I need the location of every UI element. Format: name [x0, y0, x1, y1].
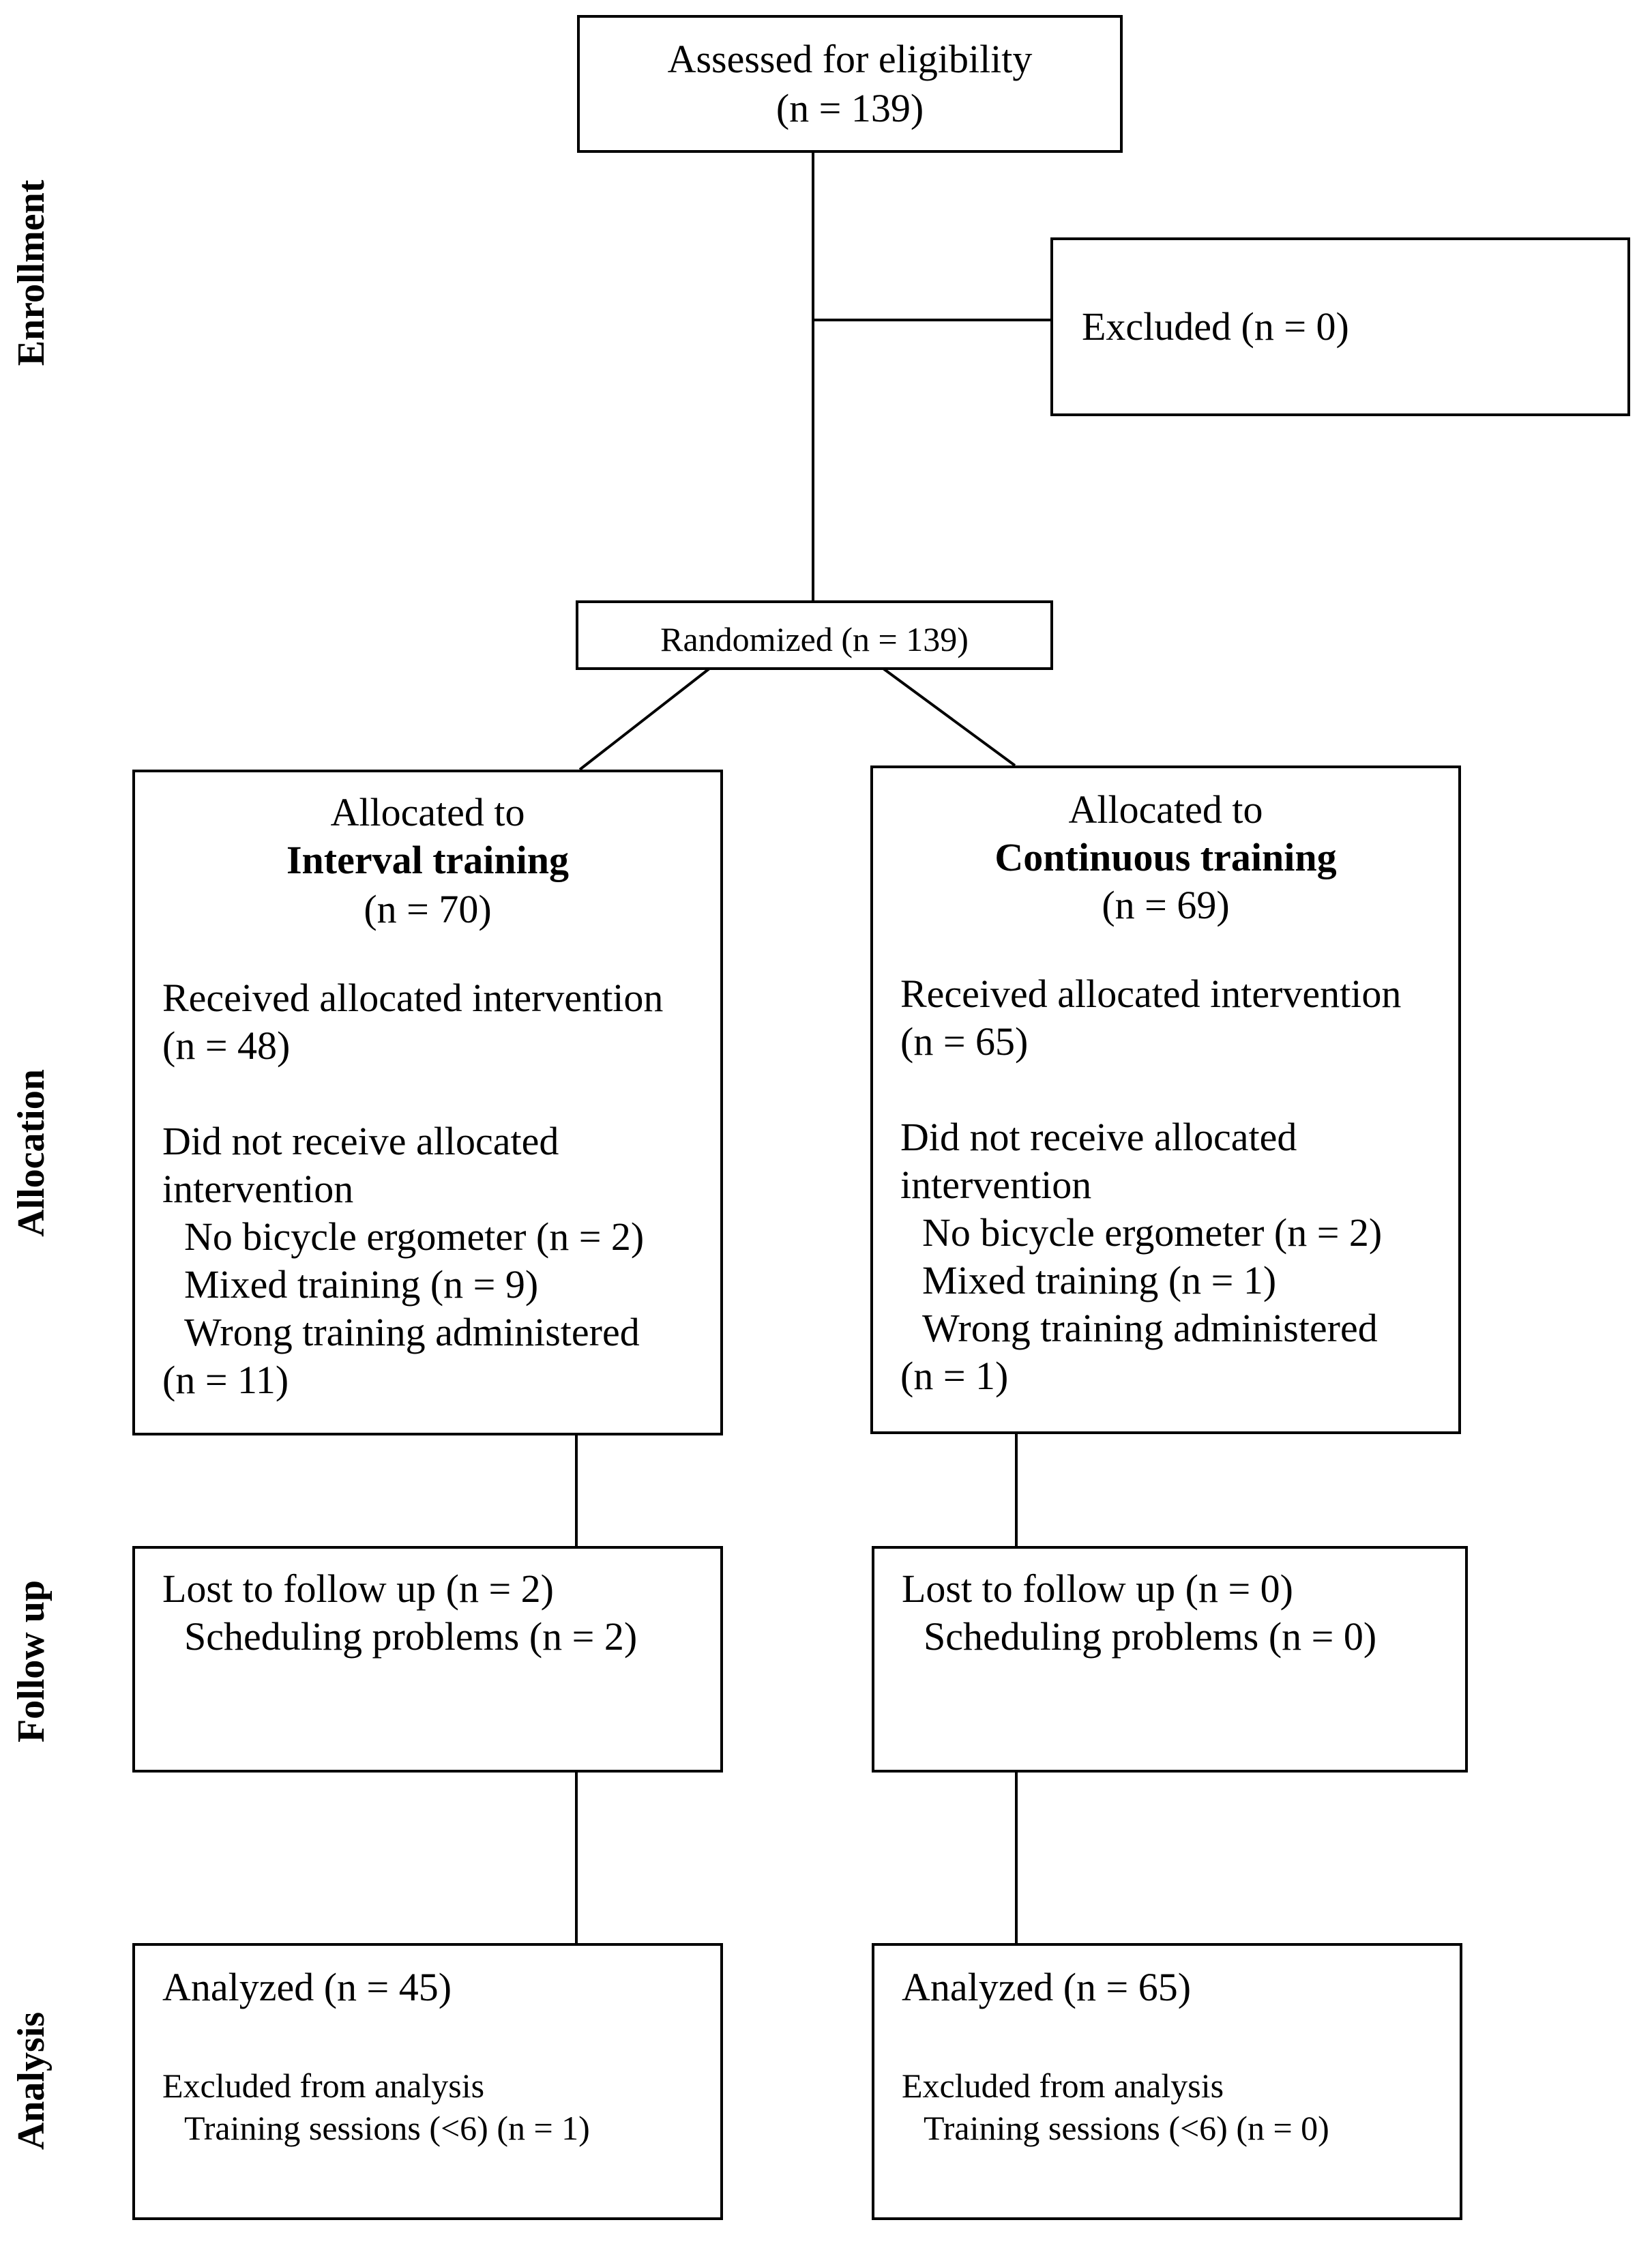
- continuous-allocation-box: Allocated to Continuous training (n = 69…: [870, 765, 1461, 1434]
- stage-label-follow-up: Follow up: [10, 1579, 53, 1743]
- interval-not-received-1: Did not receive allocated: [162, 1119, 559, 1163]
- interval-allocated-to: Allocated to: [330, 790, 525, 834]
- continuous-analysis-box: Analyzed (n = 65) Excluded from analysis…: [872, 1943, 1462, 2220]
- continuous-reason-3: Wrong training administered: [922, 1306, 1378, 1350]
- continuous-allocated-to: Allocated to: [1068, 787, 1263, 832]
- stage-label-enrollment: Enrollment: [10, 179, 53, 366]
- continuous-excluded-analysis: Excluded from analysis: [902, 2067, 1224, 2105]
- interval-lost: Lost to follow up (n = 2): [162, 1566, 554, 1611]
- interval-analysis-box: Analyzed (n = 45) Excluded from analysis…: [132, 1943, 723, 2220]
- assessed-title: Assessed for eligibility: [667, 37, 1033, 81]
- excluded-box: Excluded (n = 0): [1050, 237, 1630, 416]
- continuous-excluded-reason: Training sessions (<6) (n = 0): [924, 2109, 1329, 2147]
- continuous-received: Received allocated intervention: [900, 972, 1402, 1016]
- interval-received-count: (n = 48): [162, 1023, 291, 1068]
- interval-not-received-2: intervention: [162, 1167, 354, 1211]
- continuous-followup-box: Lost to follow up (n = 0) Scheduling pro…: [872, 1546, 1468, 1773]
- interval-excluded-reason: Training sessions (<6) (n = 1): [184, 2109, 590, 2147]
- interval-analyzed: Analyzed (n = 45): [162, 1965, 452, 2009]
- interval-reason-1: No bicycle ergometer (n = 2): [184, 1214, 645, 1259]
- interval-followup-box: Lost to follow up (n = 2) Scheduling pro…: [132, 1546, 723, 1773]
- interval-excluded-analysis: Excluded from analysis: [162, 2067, 485, 2105]
- assessed-box: Assessed for eligibility (n = 139): [577, 15, 1123, 153]
- randomized-text: Randomized (n = 139): [660, 620, 969, 658]
- connector-randomized-interval: [578, 667, 711, 771]
- interval-reason-3: Wrong training administered: [184, 1310, 640, 1354]
- continuous-reason-1: No bicycle ergometer (n = 2): [922, 1210, 1383, 1255]
- excluded-text: Excluded (n = 0): [1082, 304, 1349, 349]
- connector-randomized-continuous: [882, 667, 1016, 767]
- continuous-reason-2: Mixed training (n = 1): [922, 1258, 1277, 1302]
- continuous-group-count: (n = 69): [1102, 883, 1230, 927]
- stage-label-analysis: Analysis: [10, 2011, 53, 2150]
- interval-reason-2: Mixed training (n = 9): [184, 1262, 539, 1307]
- continuous-lost: Lost to follow up (n = 0): [902, 1566, 1293, 1611]
- continuous-analyzed: Analyzed (n = 65): [902, 1965, 1192, 2009]
- continuous-received-count: (n = 65): [900, 1019, 1029, 1064]
- randomized-box: Randomized (n = 139): [576, 600, 1053, 670]
- interval-lost-reason: Scheduling problems (n = 2): [184, 1614, 638, 1659]
- continuous-reason-3-count: (n = 1): [900, 1354, 1009, 1398]
- stage-label-allocation: Allocation: [10, 1069, 53, 1237]
- continuous-group-name: Continuous training: [994, 835, 1337, 879]
- assessed-count: (n = 139): [776, 86, 924, 130]
- continuous-not-received-2: intervention: [900, 1163, 1092, 1207]
- interval-group-name: Interval training: [286, 838, 570, 882]
- interval-group-count: (n = 70): [364, 887, 492, 931]
- interval-received: Received allocated intervention: [162, 976, 664, 1020]
- continuous-not-received-1: Did not receive allocated: [900, 1115, 1297, 1159]
- continuous-lost-reason: Scheduling problems (n = 0): [924, 1614, 1377, 1659]
- interval-allocation-box: Allocated to Interval training (n = 70) …: [132, 770, 723, 1435]
- interval-reason-3-count: (n = 11): [162, 1358, 289, 1402]
